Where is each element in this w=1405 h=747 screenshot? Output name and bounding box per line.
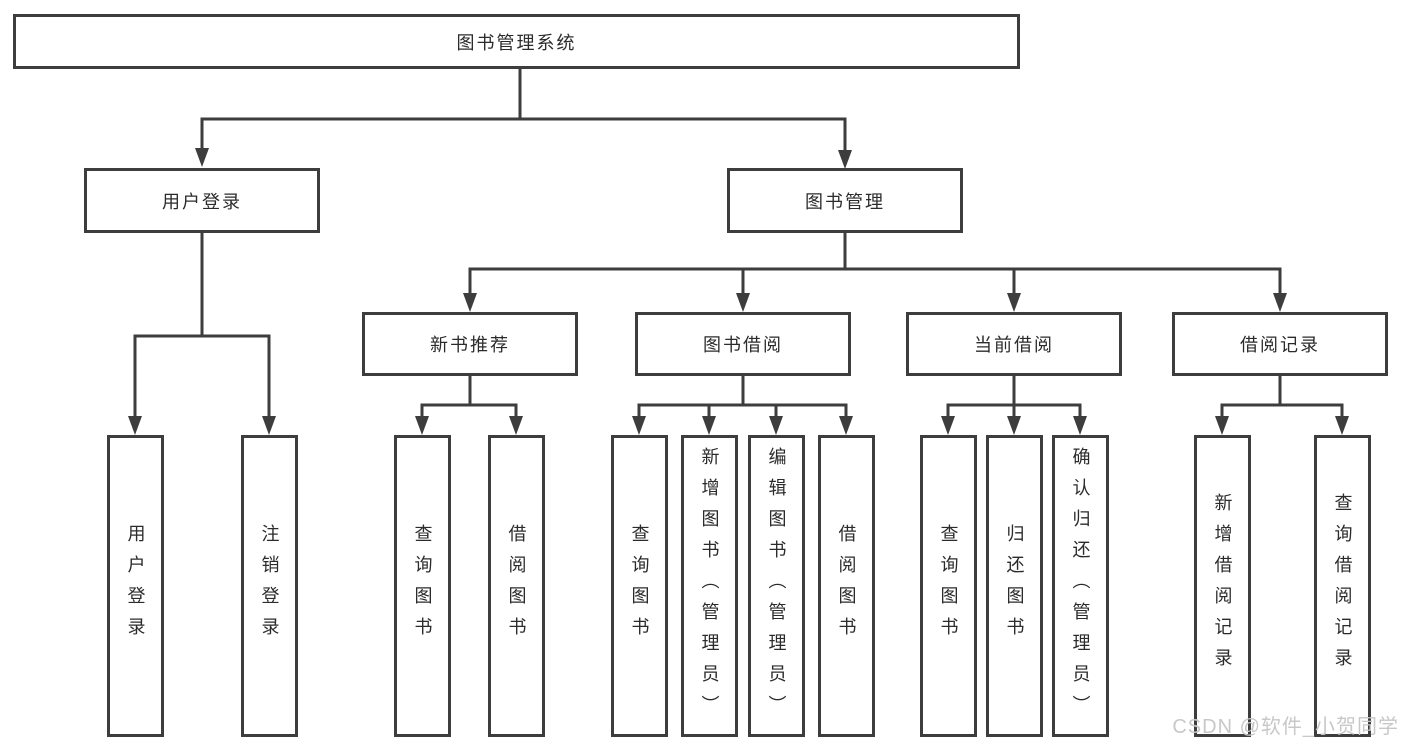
- csdn-watermark: CSDN @软件_小贺同学: [1172, 716, 1399, 738]
- leaf-logout: 注销登录: [241, 435, 298, 737]
- node-user-login: 用户登录: [84, 168, 320, 233]
- leaf-borrow-books-recommend: 借阅图书: [488, 435, 545, 737]
- leaf-query-borrow-record: 查询借阅记录: [1314, 435, 1371, 737]
- node-label: 归还图书: [1004, 524, 1025, 648]
- leaf-borrow-books: 借阅图书: [818, 435, 875, 737]
- node-label: 确认归还（管理员）: [1070, 446, 1091, 726]
- node-label: 借阅记录: [1240, 335, 1320, 355]
- leaf-return-books: 归还图书: [986, 435, 1043, 737]
- node-current-borrowing: 当前借阅: [906, 312, 1122, 376]
- node-label: 图书借阅: [703, 335, 783, 355]
- leaf-user-login: 用户登录: [107, 435, 164, 737]
- node-label: 查询借阅记录: [1332, 493, 1353, 679]
- leaf-query-books-current: 查询图书: [920, 435, 977, 737]
- leaf-confirm-return-admin: 确认归还（管理员）: [1052, 435, 1109, 737]
- node-label: 用户登录: [162, 191, 242, 212]
- leaf-query-books: 查询图书: [611, 435, 668, 737]
- node-label: 编辑图书（管理员）: [766, 446, 787, 726]
- node-label: 新增图书（管理员）: [699, 446, 720, 726]
- node-label: 新书推荐: [430, 335, 510, 355]
- node-label: 查询图书: [938, 524, 959, 648]
- node-label: 用户登录: [125, 524, 146, 648]
- node-label: 新增借阅记录: [1212, 493, 1233, 679]
- leaf-edit-books-admin: 编辑图书（管理员）: [748, 435, 805, 737]
- node-new-book-recommendation: 新书推荐: [362, 312, 578, 376]
- node-label: 注销登录: [259, 524, 280, 648]
- node-label: 借阅图书: [836, 524, 857, 648]
- node-label: 查询图书: [412, 524, 433, 648]
- node-book-borrowing: 图书借阅: [635, 312, 851, 376]
- leaf-add-borrow-record: 新增借阅记录: [1194, 435, 1251, 737]
- node-label: 查询图书: [629, 524, 650, 648]
- node-label: 借阅图书: [506, 524, 527, 648]
- node-label: 图书管理系统: [456, 32, 577, 53]
- node-label: 当前借阅: [974, 335, 1054, 355]
- leaf-query-books-recommend: 查询图书: [394, 435, 451, 737]
- node-book-management: 图书管理: [727, 168, 963, 233]
- node-borrowing-records: 借阅记录: [1172, 312, 1388, 376]
- node-label: 图书管理: [805, 191, 885, 212]
- node-book-management-system: 图书管理系统: [13, 14, 1020, 69]
- leaf-add-books-admin: 新增图书（管理员）: [681, 435, 738, 737]
